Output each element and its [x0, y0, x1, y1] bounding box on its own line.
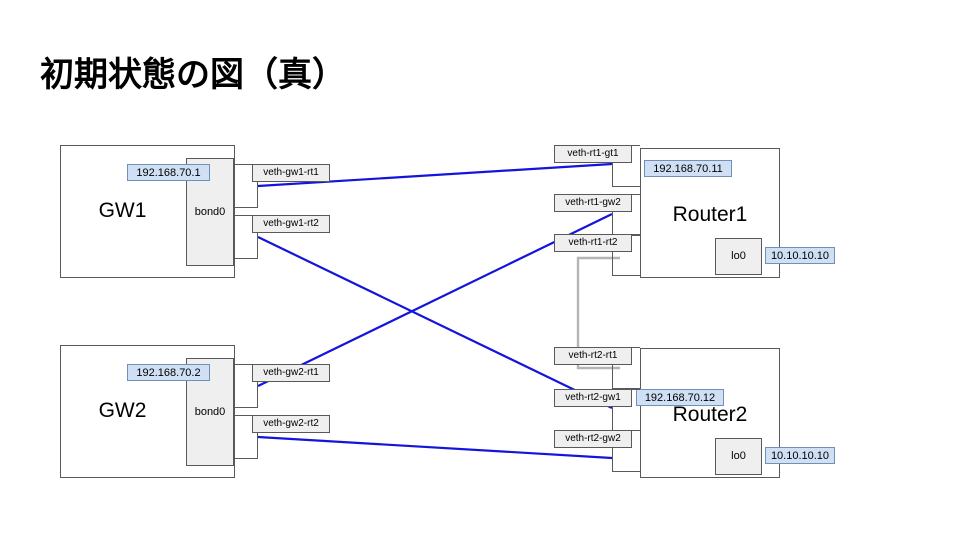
gw2-port-2-chip[interactable]: veth-gw2-rt2 — [252, 415, 330, 433]
node-router2-label: Router2 — [672, 403, 748, 426]
router1-port-1-chip[interactable]: veth-rt1-gt1 — [554, 145, 632, 163]
router1-lo0-box[interactable] — [715, 238, 762, 275]
page-title: 初期状態の図（真） — [40, 56, 346, 94]
node-router1-label: Router1 — [672, 203, 748, 226]
gw1-port-1-stub — [234, 164, 258, 208]
router2-lo0-box[interactable] — [715, 438, 762, 475]
gw2-ip-chip: 192.168.70.2 — [127, 364, 210, 381]
router2-ip-chip: 192.168.70.12 — [636, 389, 724, 406]
gw1-port-1-chip[interactable]: veth-gw1-rt1 — [252, 164, 330, 182]
gw2-bond0-label: bond0 — [194, 406, 226, 418]
router1-lo0-label: lo0 — [731, 250, 746, 262]
router2-port-1-chip[interactable]: veth-rt2-rt1 — [554, 347, 632, 365]
node-gw2-label: GW2 — [98, 399, 147, 422]
gw2-port-1-stub — [234, 364, 258, 408]
gw2-port-2-stub — [234, 415, 258, 459]
router1-port-2-chip[interactable]: veth-rt1-gw2 — [554, 194, 632, 212]
node-gw1-label: GW1 — [98, 199, 147, 222]
router2-lo0-label: lo0 — [731, 450, 746, 462]
link-gw1rt2-rt2gw1 — [257, 236, 613, 409]
router2-loopback-ip-chip: 10.10.10.10 — [765, 447, 835, 464]
router2-port-2-chip[interactable]: veth-rt2-gw1 — [554, 389, 632, 407]
router1-port-3-chip[interactable]: veth-rt1-rt2 — [554, 234, 632, 252]
gw2-port-1-chip[interactable]: veth-gw2-rt1 — [252, 364, 330, 382]
gw1-port-2-stub — [234, 215, 258, 259]
router1-ip-chip: 192.168.70.11 — [644, 160, 732, 177]
router2-port-3-chip[interactable]: veth-rt2-gw2 — [554, 430, 632, 448]
router1-loopback-ip-chip: 10.10.10.10 — [765, 247, 835, 264]
gw1-ip-chip: 192.168.70.1 — [127, 164, 210, 181]
gw1-bond0-label: bond0 — [194, 206, 226, 218]
gw1-port-2-chip[interactable]: veth-gw1-rt2 — [252, 215, 330, 233]
